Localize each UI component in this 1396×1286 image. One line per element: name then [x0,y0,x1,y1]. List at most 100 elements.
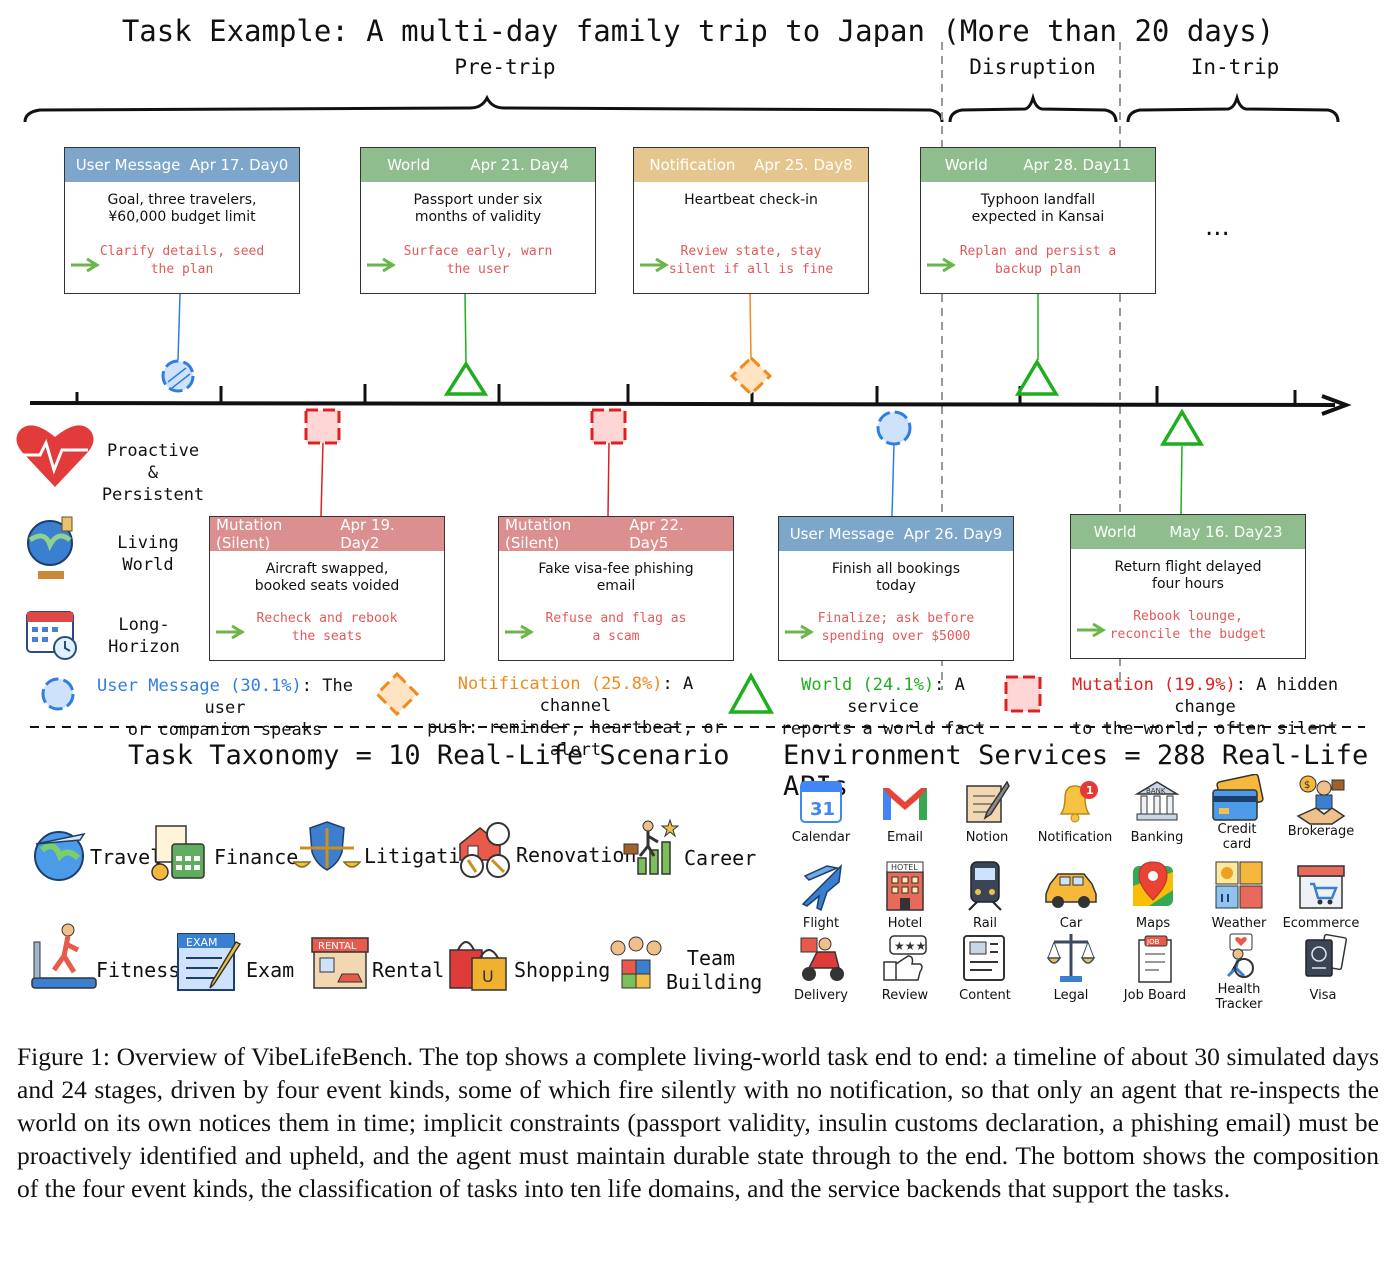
card-action: Recheck and rebook the seats [256,611,398,644]
card-action: Rebook lounge, reconcile the budget [1109,609,1267,642]
arrow-icon [927,257,956,273]
taxonomy-shopping: Shopping [514,958,611,982]
card-action: Clarify details, seed the plan [99,244,265,277]
service-label: Email [886,830,924,845]
feature-living-world-label: Living World [117,533,179,575]
card-kind: User Message [789,525,895,543]
card-date: Apr 28. Day11 [1023,156,1132,174]
maps-icon [1133,861,1173,906]
hotel-icon: HOTEL [886,861,924,911]
fitness-icon [31,923,97,989]
service-label: Content [959,988,1011,1003]
service-rail: Rail [942,860,1028,931]
legend-desc: : The user [204,676,353,718]
legend-desc-2: reports a world fact [780,719,986,739]
service-ecommerce: Ecommerce [1278,860,1364,931]
card-date: Apr 21. Day4 [470,156,569,174]
arrow-icon [1077,622,1106,638]
legend-name: Notification (25.8%) [457,674,663,694]
phase-pre-trip: Pre-trip [454,55,556,79]
card-kind: World [387,156,431,174]
service-notion: Notion [944,778,1030,845]
bank-icon: BANK [1134,781,1180,821]
calendar-icon: 31 [800,781,842,823]
content-icon [963,935,1005,981]
shopping-icon: U [449,941,507,991]
figure-caption: Figure 1: Overview of VibeLifeBench. The… [17,1042,1379,1203]
taxonomy-career: Career [684,846,757,870]
legend-world-icon [728,672,774,714]
taxonomy-rental: Rental [372,958,445,982]
svg-text:JOB: JOB [1146,938,1160,946]
card-body: Goal, three travelers, ¥60,000 budget li… [107,192,257,225]
service-car: Car [1028,860,1114,931]
legend-world: World (24.1%): A service reports a world… [772,674,994,740]
train-icon [968,861,1002,911]
car-icon [1045,873,1097,908]
svg-text:RENTAL: RENTAL [318,941,357,952]
card-body: Heartbeat check-in [684,192,818,208]
card-date: Apr 19. Day2 [340,516,395,552]
service-label: Calendar [791,830,851,845]
job-board-icon: JOB [1138,935,1172,983]
brace-pre-trip [23,94,944,123]
timeline-axis [29,401,1336,407]
card-action: Review state, stay silent if all is fine [668,244,834,277]
service-label: Review [881,988,929,1003]
passport-icon [1305,933,1348,977]
credit-card-icon [1212,773,1264,821]
card-action: Finalize; ask before spending over $5000 [817,611,975,644]
card-kind: Notification [649,156,736,174]
service-maps: Maps [1110,858,1196,931]
phase-disruption: Disruption [969,55,1096,79]
taxonomy-renovation: Renovation [516,843,637,867]
svg-text:EXAM: EXAM [186,936,218,949]
svg-text:HOTEL: HOTEL [891,863,918,872]
card-body: Aircraft swapped, booked seats voided [254,561,400,594]
weather-icon [1215,861,1263,909]
event-card-day2: Mutation (Silent)Apr 19. Day2 Aircraft s… [209,516,445,661]
card-header: Mutation (Silent)Apr 22. Day5 [499,516,733,552]
service-label: Ecommerce [1282,916,1360,931]
legend-desc-2: or companion speaks [127,720,323,740]
service-label: Job Board [1123,988,1187,1003]
legend-name: User Message (30.1%) [97,676,302,696]
team-building-icon [610,936,662,989]
scales-icon [1046,934,1096,982]
card-header: World May 16. Day23 [1071,515,1305,549]
card-action: Refuse and flag as a scam [545,611,687,644]
card-date: May 16. Day23 [1169,523,1283,541]
delivery-scooter-icon [800,937,844,981]
taxonomy-finance: Finance [214,845,299,869]
marker-user-message-1 [161,359,195,393]
legend-desc-2: to the world, often silent [1071,719,1339,739]
card-kind: World [1093,523,1137,541]
service-label: Notification [1037,830,1113,845]
service-label: Flight [802,916,840,931]
service-label: Delivery [794,988,848,1003]
arrow-icon [505,624,534,640]
bell-icon: 1 [1059,781,1098,823]
career-icon [623,818,680,875]
card-header: Mutation (Silent)Apr 19. Day2 [210,516,444,552]
service-job-board: JOB Job Board [1112,932,1198,1003]
service-label: Visa [1309,988,1337,1003]
arrow-icon [640,257,669,273]
brace-in-trip [1126,92,1340,123]
feature-long-horizon-label: Long- Horizon [108,615,180,657]
service-credit-card: Credit card [1194,773,1280,852]
card-kind: User Message [75,156,181,174]
taxonomy-team-building: Team Building [666,946,763,994]
calendar-clock-icon [26,611,77,660]
marker-mutation-2 [590,408,627,445]
legend-name: World (24.1%) [801,675,935,695]
card-kind: Mutation (Silent) [505,516,572,552]
marker-user-message-2 [876,410,912,446]
svg-text:U: U [482,967,494,986]
